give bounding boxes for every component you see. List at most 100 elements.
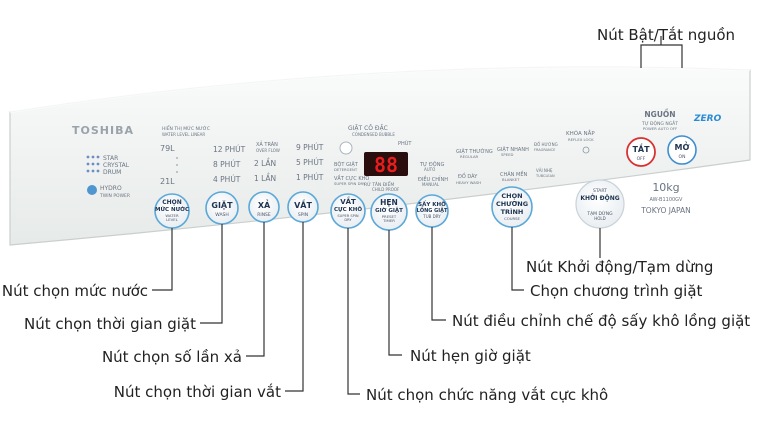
svg-text:2 LẦN: 2 LẦN: [254, 158, 276, 168]
svg-text:HOLD: HOLD: [594, 216, 605, 221]
svg-text:START: START: [593, 188, 607, 194]
power-on-button[interactable]: MỞ ON: [667, 135, 697, 165]
svg-text:TUB DRY: TUB DRY: [422, 214, 441, 219]
condensed-bubble-indicator: GIẶT CÔ ĐẶC CONDENSED BUBBLE BỘT GIẶT DE…: [334, 125, 395, 186]
svg-text:TIMER: TIMER: [382, 218, 395, 223]
power-off-button[interactable]: TẮT OFF: [626, 137, 656, 167]
svg-text:ĐỒ HƯƠNG: ĐỒ HƯƠNG: [534, 142, 558, 147]
svg-text:GIẶT THƯỜNG: GIẶT THƯỜNG: [456, 148, 493, 155]
zero-logo: ZERO: [693, 114, 722, 124]
svg-text:21L: 21L: [160, 177, 175, 186]
svg-text:ON: ON: [679, 154, 686, 160]
rinse-button[interactable]: XẢ RINSE: [248, 191, 280, 223]
wash-time-button[interactable]: GIẶT WASH: [205, 191, 239, 225]
svg-text:9 PHÚT: 9 PHÚT: [296, 143, 324, 152]
svg-text:OVER FLOW: OVER FLOW: [256, 148, 280, 153]
spin-time-indicator: 9 PHÚT 5 PHÚT 1 PHÚT: [296, 143, 324, 182]
svg-text:AW-B1100GV: AW-B1100GV: [650, 197, 684, 203]
svg-text:1 LẦN: 1 LẦN: [254, 173, 276, 183]
svg-text:GIỜ GIẶT: GIỜ GIẶT: [375, 207, 403, 214]
svg-text:DETERGENT: DETERGENT: [334, 167, 358, 172]
svg-text:HEAVY WASH: HEAVY WASH: [456, 180, 481, 185]
callout-timer: Nút hẹn giờ giặt: [410, 347, 531, 365]
lock-icon: [582, 146, 590, 154]
callout-power: Nút Bật/Tắt nguồn: [597, 26, 735, 44]
svg-text:VẮT CỰC KHÔ: VẮT CỰC KHÔ: [334, 174, 369, 182]
start-pause-button[interactable]: START KHỞI ĐỘNG TẠM DỪNG HOLD: [575, 179, 625, 229]
star-crystal-drum-logo: STAR CRYSTAL DRUM: [86, 155, 130, 176]
svg-text:CHỌN: CHỌN: [162, 199, 182, 206]
svg-text:12 PHÚT: 12 PHÚT: [213, 145, 246, 154]
svg-text:GIẶT CÔ ĐẶC: GIẶT CÔ ĐẶC: [348, 125, 388, 132]
svg-text:10kg: 10kg: [652, 181, 679, 194]
power-indicator: NGUỒN TỰ ĐỘNG NGẮT POWER AUTO OFF: [641, 109, 678, 131]
svg-text:REFLEX LOCK: REFLEX LOCK: [568, 137, 594, 142]
svg-text:TWIN POWER: TWIN POWER: [99, 193, 130, 199]
svg-text:CRYSTAL: CRYSTAL: [103, 162, 130, 169]
svg-text:HIỂN THỊ MỨC NƯỚC: HIỂN THỊ MỨC NƯỚC: [162, 124, 210, 132]
svg-text:1 PHÚT: 1 PHÚT: [296, 173, 324, 182]
svg-text:PRESET: PRESET: [382, 214, 397, 219]
course-select-button[interactable]: CHỌN CHƯƠNG TRÌNH COURSE: [491, 186, 533, 228]
preset-timer-button[interactable]: HẸN GIỜ GIẶT PRESET TIMER: [370, 193, 408, 231]
svg-text:KHÓA NẮP: KHÓA NẮP: [566, 129, 595, 137]
svg-text:SPIN: SPIN: [298, 212, 308, 218]
svg-text:WATER LEVEL LINEAR: WATER LEVEL LINEAR: [162, 132, 205, 137]
callout-super-spin: Nút chọn chức năng vắt cực khô: [366, 386, 608, 404]
svg-text:XẢ TRÀN: XẢ TRÀN: [256, 140, 278, 148]
svg-text:NGUỒN: NGUỒN: [644, 109, 675, 119]
tub-dry-button[interactable]: SẤY KHÔ LỒNG GIẶT TUB DRY: [415, 194, 449, 228]
rinse-count-indicator: XẢ TRÀN OVER FLOW 2 LẦN 1 LẦN: [254, 140, 280, 183]
program-indicator: GIẶT THƯỜNG GIẶT NHANH REGULAR SPEED ĐỒ …: [456, 146, 529, 185]
svg-text:SPEED: SPEED: [501, 152, 513, 157]
svg-text:5 PHÚT: 5 PHÚT: [296, 158, 324, 167]
svg-text:XẢ: XẢ: [258, 199, 271, 210]
callout-water-level: Nút chọn mức nước: [2, 282, 148, 300]
callout-tub-dry: Nút điều chỉnh chế độ sấy khô lồng giặt: [452, 312, 750, 330]
svg-text:HẸN: HẸN: [380, 198, 398, 207]
svg-text:CHĂN MỀN: CHĂN MỀN: [500, 170, 527, 178]
svg-text:BLANKET: BLANKET: [502, 177, 520, 182]
lid-lock-indicator: KHÓA NẮP REFLEX LOCK: [566, 129, 595, 154]
svg-text:POWER AUTO OFF: POWER AUTO OFF: [643, 126, 678, 131]
svg-text:SUPER SPIN: SUPER SPIN: [337, 214, 358, 218]
svg-text:VẮT: VẮT: [340, 196, 356, 206]
brand-logo: TOSHIBA: [72, 124, 134, 137]
svg-text:TỰ ĐỘNG NGẮT: TỰ ĐỘNG NGẮT: [641, 119, 678, 127]
callout-program: Chọn chương trình giặt: [530, 282, 703, 300]
hydro-logo: HYDRO TWIN POWER: [87, 185, 130, 199]
svg-text:TOKYO JAPAN: TOKYO JAPAN: [640, 206, 691, 215]
svg-text:79L: 79L: [160, 144, 175, 153]
svg-text:ĐIỀU CHỈNH: ĐIỀU CHỈNH: [418, 175, 448, 183]
callout-start: Nút Khởi động/Tạm dừng: [526, 258, 713, 276]
dry-mode-indicator: TỰ ĐỘNG AUTO ĐIỀU CHỈNH MANUAL: [418, 161, 448, 187]
svg-text:TẠM DỪNG: TẠM DỪNG: [586, 210, 613, 217]
svg-text:WASH: WASH: [215, 212, 229, 218]
svg-text:FRAGRANCE: FRAGRANCE: [534, 148, 555, 152]
callout-spin-time: Nút chọn thời gian vắt: [114, 383, 281, 401]
svg-text:OFF: OFF: [637, 156, 646, 162]
svg-text:MANUAL: MANUAL: [422, 182, 440, 187]
child-lock-label: RỬ TÂN ĐIỂM: [364, 180, 394, 188]
svg-text:KHỞI ĐỘNG: KHỞI ĐỘNG: [580, 194, 619, 202]
svg-text:RINSE: RINSE: [257, 212, 271, 218]
svg-text:LỒNG GIẶT: LỒNG GIẶT: [417, 205, 448, 214]
svg-text:GIẶT NHANH: GIẶT NHANH: [497, 146, 529, 153]
display-unit-label: PHÚT: [398, 140, 412, 147]
svg-text:AUTO: AUTO: [424, 167, 435, 172]
super-spin-dry-button[interactable]: VẮT CỰC KHÔ SUPER SPIN DRY: [330, 193, 366, 229]
svg-text:STAR: STAR: [103, 155, 118, 162]
svg-text:TUBCLEAN: TUBCLEAN: [535, 174, 555, 178]
callout-rinse: Nút chọn số lần xả: [102, 348, 242, 366]
svg-text:ĐỒ DÀY: ĐỒ DÀY: [458, 171, 478, 180]
svg-text:MỞ: MỞ: [675, 140, 690, 152]
fragrance-indicator: ĐỒ HƯƠNG FRAGRANCE VẢI NHẸ TUBCLEAN: [534, 142, 558, 178]
svg-text:CỰC KHÔ: CỰC KHÔ: [334, 206, 362, 213]
svg-text:TẮT: TẮT: [632, 142, 650, 154]
water-level-button[interactable]: CHỌN MỨC NƯỚC WATER LEVEL: [154, 193, 190, 229]
svg-text:CHILD PROOF: CHILD PROOF: [372, 187, 400, 192]
svg-text:TRÌNH: TRÌNH: [501, 207, 524, 216]
spin-time-button[interactable]: VẮT SPIN: [287, 191, 319, 223]
svg-text:SUPER SPIN DRY: SUPER SPIN DRY: [334, 181, 366, 186]
